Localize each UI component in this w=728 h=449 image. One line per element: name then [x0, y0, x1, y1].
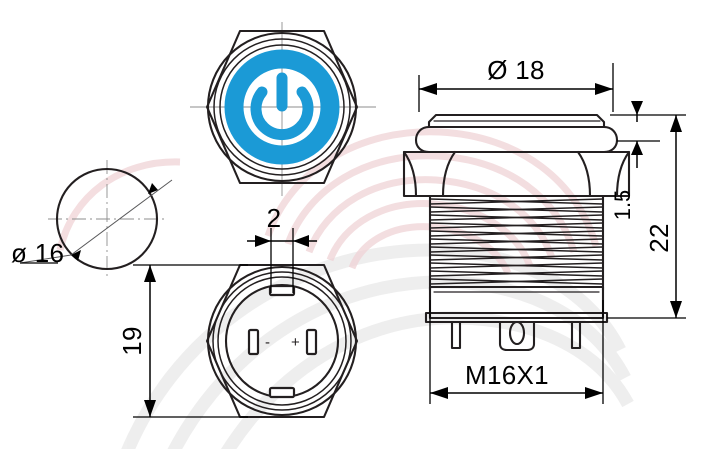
front-view	[190, 22, 376, 196]
terminal-slot-bottom	[268, 386, 296, 399]
cutout-arrow-lower	[71, 250, 81, 261]
bezeldia-arrow-right	[595, 83, 613, 95]
side-thread-barrel	[428, 194, 605, 292]
side-hex-facet-left-inner	[441, 150, 457, 198]
terminal-slot-negative	[247, 328, 260, 356]
terminal-slot-top	[268, 284, 296, 297]
panel-cutout-circle	[55, 167, 159, 271]
dimension-terminal-tab-width: 2	[247, 203, 317, 293]
hexflats-arrow-bottom	[144, 400, 156, 417]
dimension-total-length: 22	[607, 115, 686, 319]
dim-thread-spec: M16X1	[465, 360, 549, 390]
dim-hex-across-flats: 19	[117, 326, 147, 356]
side-terminal-pin-right	[570, 320, 582, 350]
dim-bezel-height: 1.5	[610, 190, 635, 221]
side-terminal-center-hole	[508, 320, 526, 346]
terminal-marking-positive: +	[291, 334, 300, 351]
side-hex-facet-left-outer	[402, 150, 418, 198]
bezeldia-arrow-left	[419, 83, 437, 95]
terminal-slot-positive	[305, 328, 318, 356]
front-bezel-outer-circle	[206, 31, 358, 183]
totallen-arrow-bottom	[670, 301, 682, 318]
dimension-thread-spec: M16X1	[429, 300, 604, 404]
side-terminal-pin-left	[450, 320, 462, 350]
side-hex-facet-right-outer	[615, 150, 631, 198]
dim-bezel-diameter: Ø 18	[487, 55, 545, 85]
dim-total-length: 22	[644, 223, 674, 253]
dim-terminal-tab-width: 2	[267, 203, 282, 233]
thread-helix-lines-mirror	[429, 198, 604, 285]
dim-panel-cutout-diameter: ø 16	[11, 238, 64, 268]
power-symbol-icon	[250, 86, 314, 141]
panel-cutout-view: ø 16	[11, 160, 173, 278]
front-button-face-circle	[219, 44, 345, 170]
totallen-arrow-top	[670, 115, 682, 132]
tabwidth-arrow-left	[255, 235, 271, 247]
front-bezel-inner-circle	[213, 38, 351, 176]
threadspec-arrow-right	[585, 387, 603, 399]
power-ring-illumination	[224, 49, 340, 165]
dimension-bezel-height: 1.5	[610, 101, 686, 220]
hexflats-arrow-top	[144, 265, 156, 282]
bezelheight-arrow-bottom	[631, 141, 643, 155]
cutout-arrow-upper	[148, 183, 158, 194]
side-terminal-center-tab	[498, 320, 536, 352]
side-hex-facet-right-inner	[576, 150, 592, 198]
bezelheight-arrow-top	[631, 101, 643, 115]
tabwidth-arrow-right	[293, 235, 309, 247]
rear-ring-2	[212, 271, 352, 411]
cutout-diameter-leader	[70, 179, 173, 256]
side-housing-base-plate	[424, 311, 609, 324]
terminal-marking-negative: -	[265, 334, 270, 351]
side-hex-nut-body	[402, 150, 631, 198]
rear-ring-3	[217, 276, 347, 406]
threadspec-arrow-left	[430, 387, 448, 399]
dimension-hex-across-flats: 19	[117, 264, 248, 418]
cutout-leader-tail	[19, 254, 72, 264]
rear-view: - +	[205, 263, 359, 419]
dimension-bezel-diameter: Ø 18	[418, 55, 614, 112]
rear-outer-ring	[206, 265, 358, 417]
